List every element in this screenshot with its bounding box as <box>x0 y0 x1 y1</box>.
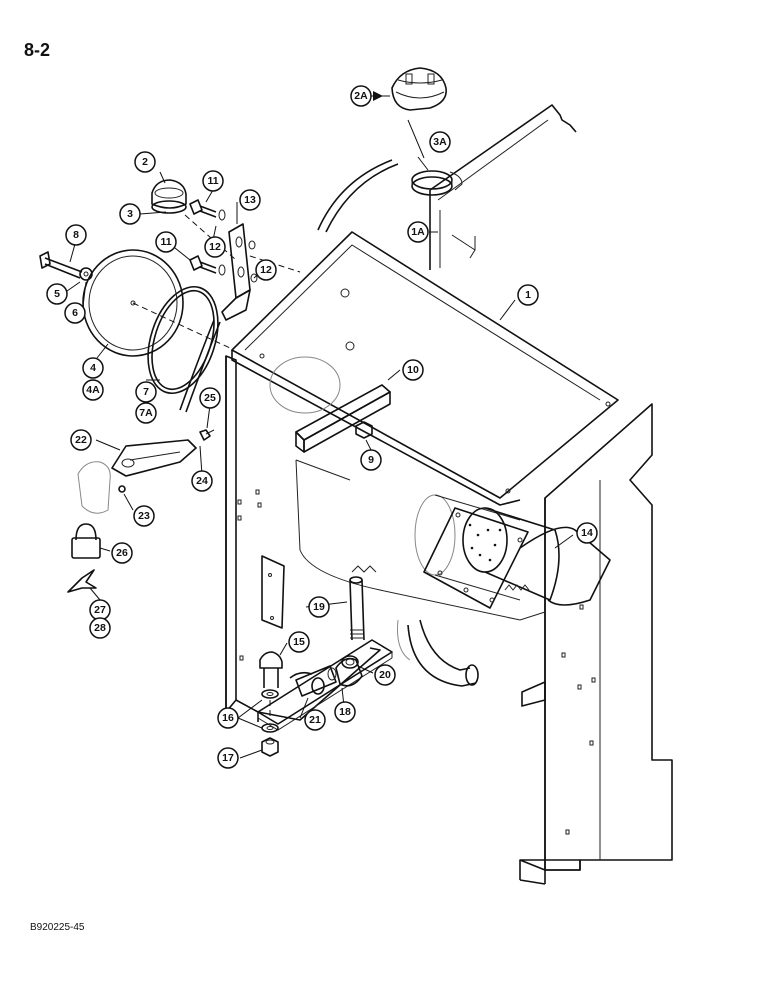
callout-5: 5 <box>46 283 68 305</box>
callout-15: 15 <box>288 631 310 653</box>
callout-9: 9 <box>360 449 382 471</box>
callout-4-label: 4 <box>90 362 96 374</box>
callout-1-label: 1 <box>525 289 531 301</box>
callout-11-lower: 11 <box>155 231 177 253</box>
drain-elbow <box>335 655 363 687</box>
callout-19-label: 19 <box>313 601 325 613</box>
bolt-8-part <box>39 251 93 281</box>
callout-11-upper: 11 <box>202 170 224 192</box>
callout-25: 25 <box>199 387 221 409</box>
callout-21-label: 21 <box>309 714 321 726</box>
callout-22-label: 22 <box>75 434 87 446</box>
callout-2A-label: 2A <box>354 90 368 102</box>
callout-12-upper-label: 12 <box>209 241 221 253</box>
callout-24: 24 <box>191 470 213 492</box>
callout-3A-label: 3A <box>433 136 447 148</box>
callout-13: 13 <box>239 189 261 211</box>
callout-12-lower-label: 12 <box>260 264 272 276</box>
callout-13-label: 13 <box>244 194 256 206</box>
callout-12-lower: 12 <box>255 259 277 281</box>
callout-7: 7 <box>135 381 157 403</box>
callout-3: 3 <box>119 203 141 225</box>
callout-11-upper-label: 11 <box>207 175 218 187</box>
callout-23: 23 <box>133 505 155 527</box>
filter-dots <box>468 523 502 562</box>
breather-cap <box>151 179 187 214</box>
callout-16: 16 <box>217 707 239 729</box>
callout-20: 20 <box>374 664 396 686</box>
callout-8: 8 <box>65 224 87 246</box>
callout-2-label: 2 <box>142 156 148 168</box>
callout-26: 26 <box>111 542 133 564</box>
nut-17-part <box>261 737 279 757</box>
filter-assembly <box>414 494 611 609</box>
tank-assembly <box>225 231 673 885</box>
callout-17-label: 17 <box>222 752 234 764</box>
callout-8-label: 8 <box>73 229 79 241</box>
callout-28: 28 <box>89 617 111 639</box>
cross-bar <box>295 384 391 453</box>
callout-16-label: 16 <box>222 712 234 724</box>
callout-6: 6 <box>64 302 86 324</box>
bolt-11-upper <box>189 199 226 221</box>
callout-4: 4 <box>82 357 104 379</box>
callout-14: 14 <box>576 522 598 544</box>
lock-bracket <box>111 429 215 477</box>
callout-7-label: 7 <box>143 386 149 398</box>
callout-1A: 1A <box>407 221 429 243</box>
gasket-ring <box>147 285 219 395</box>
callout-27-label: 27 <box>94 604 106 616</box>
callout-21: 21 <box>304 709 326 731</box>
callout-3A: 3A <box>429 131 451 153</box>
callout-26-label: 26 <box>116 547 128 559</box>
filler-neck-assembly <box>391 67 577 270</box>
leader-lines <box>66 156 574 759</box>
callout-4A: 4A <box>82 379 104 401</box>
callout-1: 1 <box>517 284 539 306</box>
callout-15-label: 15 <box>293 636 305 648</box>
callout-12-upper: 12 <box>204 236 226 258</box>
washer-16-part <box>261 689 279 699</box>
callout-19: 19 <box>308 596 330 618</box>
callout-23-label: 23 <box>138 510 150 522</box>
callout-25-label: 25 <box>204 392 216 404</box>
assembly-arrow-top <box>317 159 393 231</box>
figure-code: B920225-45 <box>30 922 85 933</box>
drain-valve <box>289 665 337 697</box>
callout-28-label: 28 <box>94 622 106 634</box>
callout-6-label: 6 <box>72 307 78 319</box>
callout-5-label: 5 <box>54 288 60 300</box>
clamp-bracket <box>221 223 258 321</box>
bolt-11-lower <box>189 255 226 276</box>
callout-27: 27 <box>89 599 111 621</box>
callout-7A: 7A <box>135 402 157 424</box>
callout-18-label: 18 <box>339 706 351 718</box>
callout-10-label: 10 <box>407 364 419 376</box>
callout-18: 18 <box>334 701 356 723</box>
bolt-15-part <box>259 651 283 688</box>
callout-2A: 2A <box>350 85 390 107</box>
callout-20-label: 20 <box>379 669 391 681</box>
callout-4A-label: 4A <box>86 384 100 396</box>
wing-key <box>67 569 97 593</box>
callout-2: 2 <box>134 151 156 173</box>
callout-14-label: 14 <box>581 527 593 539</box>
callout-17: 17 <box>217 747 239 769</box>
callout-3-label: 3 <box>127 208 133 220</box>
page-number: 8-2 <box>24 40 51 60</box>
callout-7A-label: 7A <box>139 407 153 419</box>
padlock <box>71 523 101 559</box>
callout-22: 22 <box>70 429 92 451</box>
callout-10: 10 <box>402 359 424 381</box>
nut-9-part <box>355 421 373 439</box>
callout-11-lower-label: 11 <box>160 236 171 248</box>
assembly-arrow-left <box>179 319 215 411</box>
drain-nipple <box>349 565 377 641</box>
callout-24-label: 24 <box>196 475 208 487</box>
callout-9-label: 9 <box>368 454 374 466</box>
callout-1A-label: 1A <box>411 226 425 238</box>
